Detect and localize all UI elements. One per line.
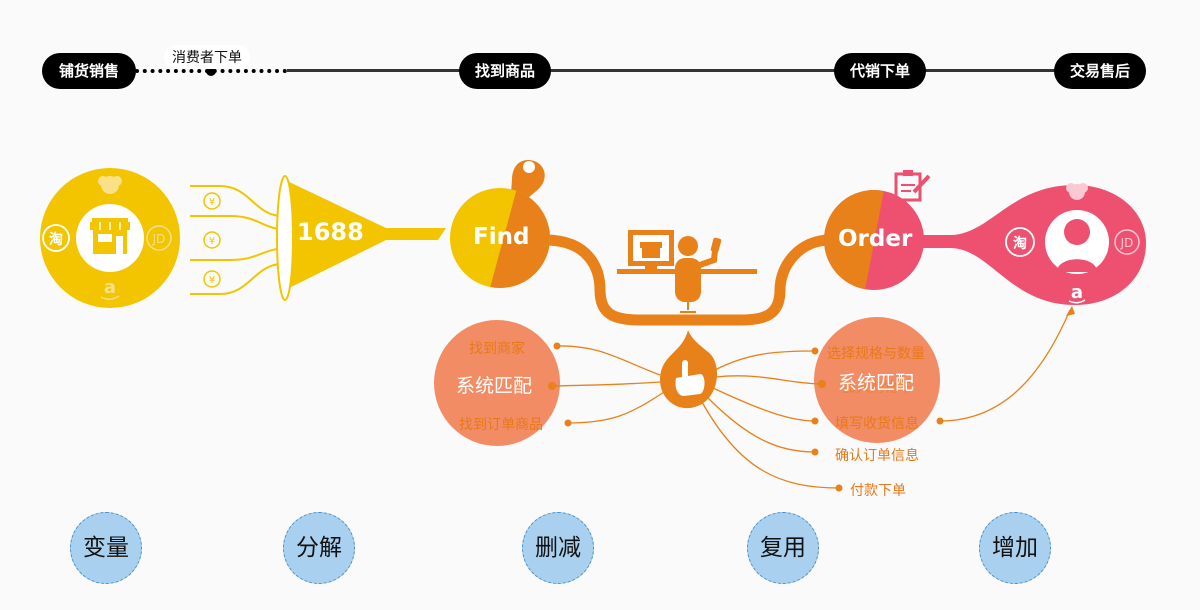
jd-icon: JD — [1114, 229, 1140, 255]
funnel-1688 — [276, 175, 446, 301]
find-branch-item-merchant: 找到商家 — [469, 341, 525, 357]
svg-text:JD: JD — [1120, 236, 1134, 250]
timeline-sub-stage-dot — [206, 66, 216, 76]
find-branch-item-order-product: 找到订单商品 — [459, 417, 543, 433]
coin-icon: ¥ — [209, 275, 215, 286]
funnel-label: 1688 — [297, 218, 364, 246]
svg-text:JD: JD — [152, 232, 166, 246]
order-branch-title: 系统匹配 — [838, 372, 915, 394]
timeline-stage-consign-order[interactable]: 代销下单 — [834, 53, 926, 89]
coin-icon: ¥ — [209, 197, 215, 208]
flower-icon — [1066, 183, 1088, 200]
branch-lines — [551, 309, 1071, 489]
order-branch-item-confirm: 确认订单信息 — [835, 448, 919, 464]
find-branch-title: 系统匹配 — [456, 375, 533, 397]
click-hand-node — [660, 330, 718, 409]
order-match-circle — [814, 317, 940, 443]
order-branch-item-address: 填写收货信息 — [835, 416, 919, 432]
timeline-stage-after-sales[interactable]: 交易售后 — [1054, 53, 1146, 89]
flower-icon — [98, 176, 122, 194]
timeline-stage-distribution[interactable]: 铺货销售 — [42, 53, 136, 89]
amazon-icon: a — [100, 277, 120, 300]
order-branch-item-spec: 选择规格与数量 — [827, 346, 925, 362]
find-label: Find — [473, 224, 530, 250]
money-streams — [190, 185, 291, 295]
svg-text:淘: 淘 — [1013, 235, 1027, 252]
svg-text:a: a — [1071, 282, 1083, 303]
order-branch-item-pay: 付款下单 — [850, 483, 906, 499]
timeline-sub-stage-label: 消费者下单 — [164, 45, 250, 69]
consumer-node: 淘 JD a — [920, 183, 1146, 305]
pointing-hand-icon — [675, 360, 705, 396]
branch-endpoints — [548, 306, 1075, 492]
find-match-circle — [434, 320, 560, 446]
taobao-icon: 淘 — [42, 224, 70, 252]
jd-icon: JD — [146, 225, 172, 251]
order-branch-item-cart: 加入购物车 — [842, 380, 912, 396]
operation-reuse[interactable]: 复用 — [747, 512, 819, 584]
store-icon — [90, 218, 130, 254]
amazon-icon: a — [1068, 282, 1086, 304]
order-node — [824, 170, 931, 290]
user-avatar-icon — [1057, 219, 1097, 272]
timeline-line — [287, 69, 1057, 72]
operation-delete[interactable]: 删减 — [522, 512, 594, 584]
operation-decompose[interactable]: 分解 — [283, 512, 355, 584]
order-label: Order — [838, 226, 913, 252]
find-node — [450, 160, 550, 288]
coin-icon: ¥ — [209, 236, 215, 247]
flow-path — [544, 234, 831, 326]
svg-text:a: a — [104, 277, 116, 298]
platform-source-node: 淘 JD a — [40, 168, 180, 308]
operation-variable[interactable]: 变量 — [70, 512, 142, 584]
timeline-stage-find-product[interactable]: 找到商品 — [459, 53, 551, 89]
taobao-icon: 淘 — [1005, 227, 1035, 257]
order-form-icon — [894, 170, 931, 202]
customer-service-icon — [617, 230, 757, 313]
operation-add[interactable]: 增加 — [979, 512, 1051, 584]
svg-text:淘: 淘 — [49, 231, 63, 248]
coin-icons: ¥ ¥ ¥ — [203, 192, 221, 288]
